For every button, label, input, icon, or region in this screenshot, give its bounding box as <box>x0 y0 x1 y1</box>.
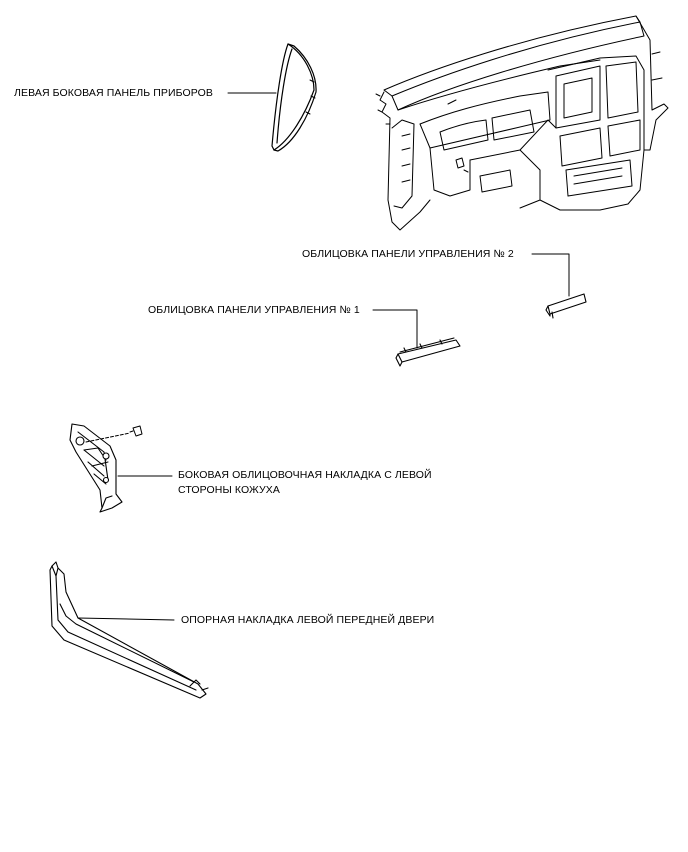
label-cowl-line2: СТОРОНЫ КОЖУХА <box>178 484 281 496</box>
label-left-instrument-side-panel: ЛЕВАЯ БОКОВАЯ ПАНЕЛЬ ПРИБОРОВ <box>14 87 214 99</box>
leader-finish-panel-no2 <box>531 253 570 297</box>
label-cowl-line1: БОКОВАЯ ОБЛИЦОВОЧНАЯ НАКЛАДКА С ЛЕВОЙ <box>178 469 432 481</box>
cowl-clip <box>85 425 143 443</box>
label-cowl-side-trim: БОКОВАЯ ОБЛИЦОВОЧНАЯ НАКЛАДКА С ЛЕВОЙ СТ… <box>178 468 432 498</box>
label-finish-panel-no2: ОБЛИЦОВКА ПАНЕЛИ УПРАВЛЕНИЯ № 2 <box>302 248 514 260</box>
cowl-side-trim-board-lh <box>69 423 123 513</box>
finish-panel-no1 <box>395 337 461 367</box>
label-door-scuff-plate: ОПОРНАЯ НАКЛАДКА ЛЕВОЙ ПЕРЕДНЕЙ ДВЕРИ <box>181 614 435 626</box>
finish-panel-no2 <box>545 293 587 319</box>
left-instrument-side-panel <box>271 43 317 152</box>
front-door-scuff-plate-lh <box>49 561 209 699</box>
leader-finish-panel-no1 <box>372 309 418 349</box>
instrument-panel-assembly <box>375 15 669 231</box>
leader-scuff-plate <box>77 617 175 621</box>
label-finish-panel-no1: ОБЛИЦОВКА ПАНЕЛИ УПРАВЛЕНИЯ № 1 <box>148 304 360 316</box>
